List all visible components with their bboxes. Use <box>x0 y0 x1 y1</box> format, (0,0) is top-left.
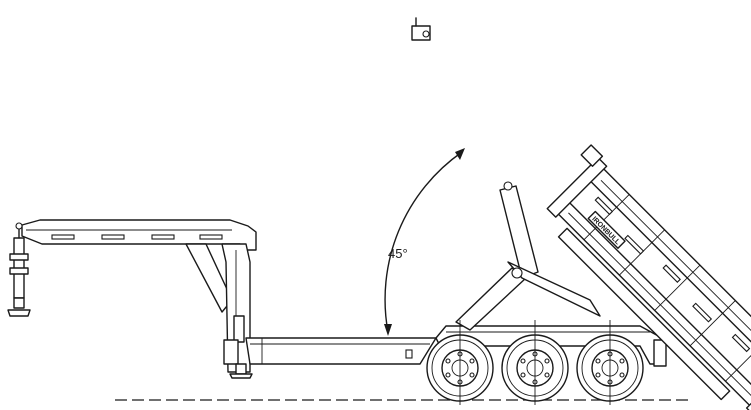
gooseneck <box>7 219 257 373</box>
scissor-lift <box>455 181 601 331</box>
bed-front-hardware <box>411 17 431 41</box>
dump-bed: IRONBULL <box>546 144 751 410</box>
angle-label: 45° <box>388 246 408 261</box>
main-frame <box>229 337 437 379</box>
angle-indicator: 45° <box>384 148 465 336</box>
